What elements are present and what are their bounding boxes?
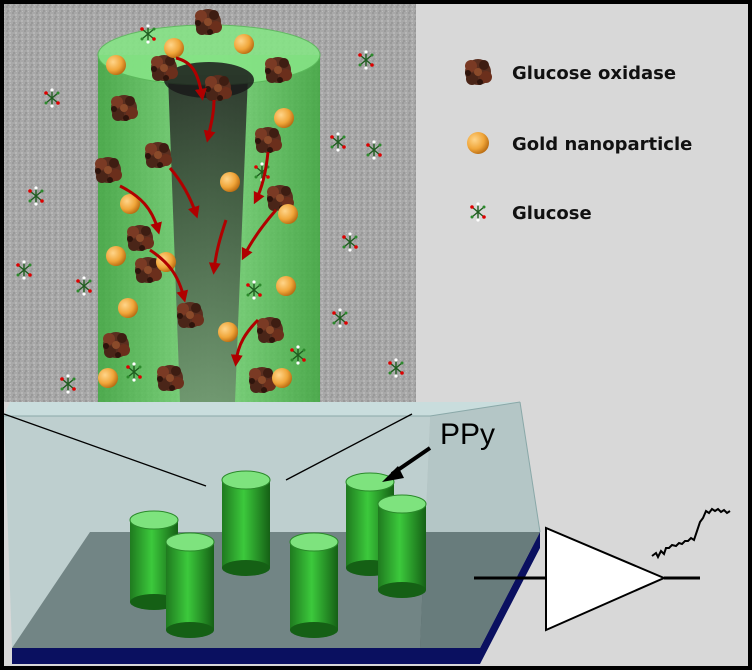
zoom-line-left: [3, 413, 207, 487]
gold-nanoparticle: [118, 298, 138, 318]
enzyme: [195, 9, 222, 35]
enzyme: [265, 57, 292, 83]
enzyme: [257, 317, 284, 343]
electrode-scheme: PPy: [3, 401, 731, 664]
glucose-oxidase-icon: [465, 59, 492, 85]
enzyme: [157, 365, 184, 391]
ppy-cylinder: [289, 532, 339, 638]
diffusion-arrow: [119, 184, 162, 235]
enzyme: [127, 225, 154, 251]
diffusion-arrow: [149, 248, 189, 303]
gold-nanoparticle: [106, 246, 126, 266]
gold-nanoparticle: [272, 368, 292, 388]
diffusion-arrow: [253, 151, 270, 205]
enzyme: [151, 55, 178, 81]
gold-nanoparticle-icon: [467, 132, 489, 154]
enzyme: [95, 157, 122, 183]
enzyme: [177, 302, 204, 328]
gold-nanoparticle: [274, 108, 294, 128]
matrix-side-face: [420, 402, 540, 648]
gold-nanoparticle: [218, 322, 238, 342]
tube-pore: [168, 75, 248, 402]
gold-nanoparticle: [234, 34, 254, 54]
enzyme: [249, 367, 276, 393]
diffusion-arrows: [119, 56, 278, 367]
enzyme: [103, 332, 130, 358]
gold-nanoparticle: [164, 38, 184, 58]
substrate-base: [12, 532, 540, 664]
enzyme: [111, 95, 138, 121]
enzyme: [255, 127, 282, 153]
matrix-top-face: [4, 402, 520, 416]
gold-nanoparticle: [276, 276, 296, 296]
current-signal-trace: [651, 507, 731, 560]
gold-nanoparticle: [106, 55, 126, 75]
ppy-nanowires: [129, 470, 427, 638]
ppy-label: PPy: [440, 418, 495, 451]
ppy-cylinder: [377, 494, 427, 598]
ppy-cylinder: [165, 532, 215, 638]
legend: Glucose oxidase Gold nanoparticle Glucos…: [465, 59, 692, 224]
enzyme: [205, 75, 232, 101]
diffusion-arrow: [241, 209, 278, 261]
diffusion-arrow: [230, 318, 260, 367]
diffusion-arrow: [203, 99, 216, 143]
gold-nanoparticle: [220, 172, 240, 192]
legend-glucose-oxidase: Glucose oxidase: [512, 63, 676, 84]
diffusion-arrow: [208, 219, 228, 275]
legend-glucose: Glucose: [512, 203, 592, 224]
ppy-cylinder: [221, 470, 271, 576]
gold-nanoparticle: [98, 368, 118, 388]
gold-nanoparticle: [278, 204, 298, 224]
amplifier-icon: [545, 526, 667, 632]
diffusion-arrow: [175, 56, 207, 101]
zoom-line-right: [285, 413, 413, 481]
legend-gold-nanoparticle: Gold nanoparticle: [512, 134, 692, 155]
gold-nanoparticle: [120, 194, 140, 214]
enzyme: [145, 142, 172, 168]
diffusion-arrow: [168, 167, 200, 219]
